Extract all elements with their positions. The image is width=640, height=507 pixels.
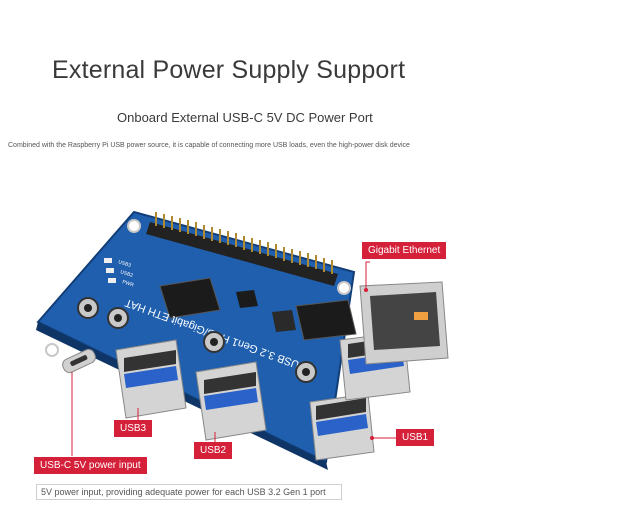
leader-dot <box>364 288 368 292</box>
feature-description: Combined with the Raspberry Pi USB power… <box>8 142 410 149</box>
power-caption: 5V power input, providing adequate power… <box>36 484 342 500</box>
callout-usb1: USB1 <box>396 429 435 446</box>
callout-usb3: USB3 <box>114 420 153 437</box>
usb-hub-chip <box>159 277 221 319</box>
capacitor <box>107 307 129 329</box>
callout-usb2: USB2 <box>194 442 233 459</box>
ethernet-chip <box>295 299 357 341</box>
leader-ethernet <box>365 261 370 288</box>
led-label-usb3: USB3 <box>117 259 131 269</box>
capacitor <box>295 361 317 383</box>
transformer <box>272 310 296 332</box>
page-title: External Power Supply Support <box>52 56 406 84</box>
ethernet-port <box>359 281 449 365</box>
led-label-pwr: PWR <box>121 279 134 288</box>
leader-dot <box>370 436 374 440</box>
mounting-hole <box>45 343 59 357</box>
small-chip <box>236 290 258 308</box>
page-subtitle: Onboard External USB-C 5V DC Power Port <box>117 110 373 125</box>
usbc-port <box>62 348 96 374</box>
callout-usbc-power: USB-C 5V power input <box>34 457 147 474</box>
capacitor <box>77 297 99 319</box>
usb3-port <box>115 339 187 419</box>
capacitor <box>203 331 225 353</box>
mounting-hole <box>127 219 141 233</box>
status-leds <box>104 258 116 283</box>
usb2-port <box>195 361 267 441</box>
gpio-header <box>146 212 338 286</box>
mounting-hole <box>337 281 351 295</box>
led-label-usb2: USB2 <box>119 269 133 279</box>
usb1-port <box>309 393 375 461</box>
callout-gigabit-ethernet: Gigabit Ethernet <box>362 242 447 259</box>
